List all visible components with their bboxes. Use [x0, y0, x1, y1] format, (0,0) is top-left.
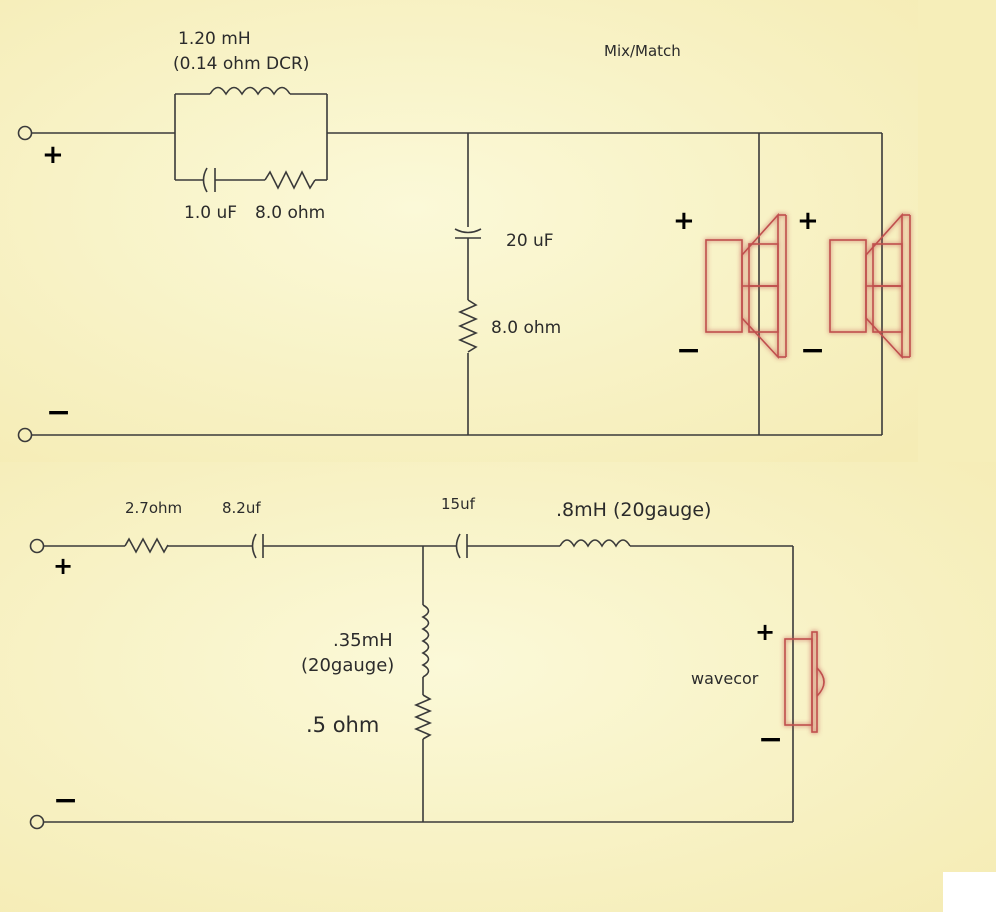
top-panel-right-strip: [918, 0, 996, 462]
woofer2-minus-sign: −: [800, 333, 826, 368]
shunt-capacitor-symbol: [454, 228, 482, 234]
mix-match-title: Mix/Match: [604, 42, 681, 60]
top-input-plus-sign: +: [42, 140, 64, 170]
notch-resistor-label: 8.0 ohm: [255, 203, 326, 223]
bottom-resistor-label: 2.7ohm: [125, 499, 183, 517]
series-inductor-symbol: [209, 86, 291, 96]
notch-capacitor-label: 1.0 uF: [184, 203, 237, 223]
woofer2-plus-sign: +: [797, 206, 819, 236]
notch-resistor-symbol: [264, 170, 316, 190]
shunt-inductor-bottom-label: .35mH: [333, 630, 393, 651]
shunt-resistor-label: 8.0 ohm: [491, 318, 562, 338]
woofer1-minus-sign: −: [676, 333, 702, 368]
tweeter-plus-sign: +: [755, 618, 776, 646]
corner-white-patch: [943, 872, 996, 912]
shunt-capacitor-label: 20 uF: [506, 231, 554, 251]
bottom-input-plus-sign: +: [53, 552, 74, 580]
series-inductor-label: 1.20 mH: [178, 29, 251, 49]
cap2-curved-plate: [455, 533, 461, 559]
top-plus-terminal: [17, 125, 33, 141]
bottom-panel-background: [0, 462, 996, 912]
bottom-cap1-label: 8.2uf: [222, 499, 261, 517]
notch-capacitor-symbol: [202, 167, 208, 193]
shunt-resistor-bottom-label: .5 ohm: [306, 713, 380, 737]
shunt-inductor-symbol-bottom: [421, 604, 430, 678]
woofer-1-icon: [705, 212, 787, 360]
bottom-input-minus-sign: −: [53, 783, 79, 818]
series-inductor-bottom-label: .8mH (20gauge): [556, 499, 712, 521]
top-input-minus-sign: −: [46, 395, 72, 430]
tweeter-minus-sign: −: [758, 722, 784, 757]
series-inductor-dcr-label: (0.14 ohm DCR): [173, 54, 310, 74]
tweeter-label: wavecor: [691, 669, 759, 688]
shunt-resistor-symbol: [458, 299, 478, 353]
bottom-minus-terminal: [29, 814, 45, 830]
woofer-2-icon: [829, 212, 911, 360]
cap1-curved-plate: [251, 533, 257, 559]
bottom-plus-terminal: [29, 538, 45, 554]
top-minus-terminal: [17, 427, 33, 443]
bottom-cap2-label: 15uf: [441, 495, 475, 513]
bottom-resistor-symbol: [124, 537, 169, 554]
woofer1-plus-sign: +: [673, 206, 695, 236]
series-inductor-symbol-bottom: [559, 539, 631, 548]
shunt-inductor-gauge-label: (20gauge): [301, 655, 395, 676]
shunt-resistor-symbol-bottom: [413, 694, 433, 740]
tweeter-icon: [784, 631, 825, 733]
